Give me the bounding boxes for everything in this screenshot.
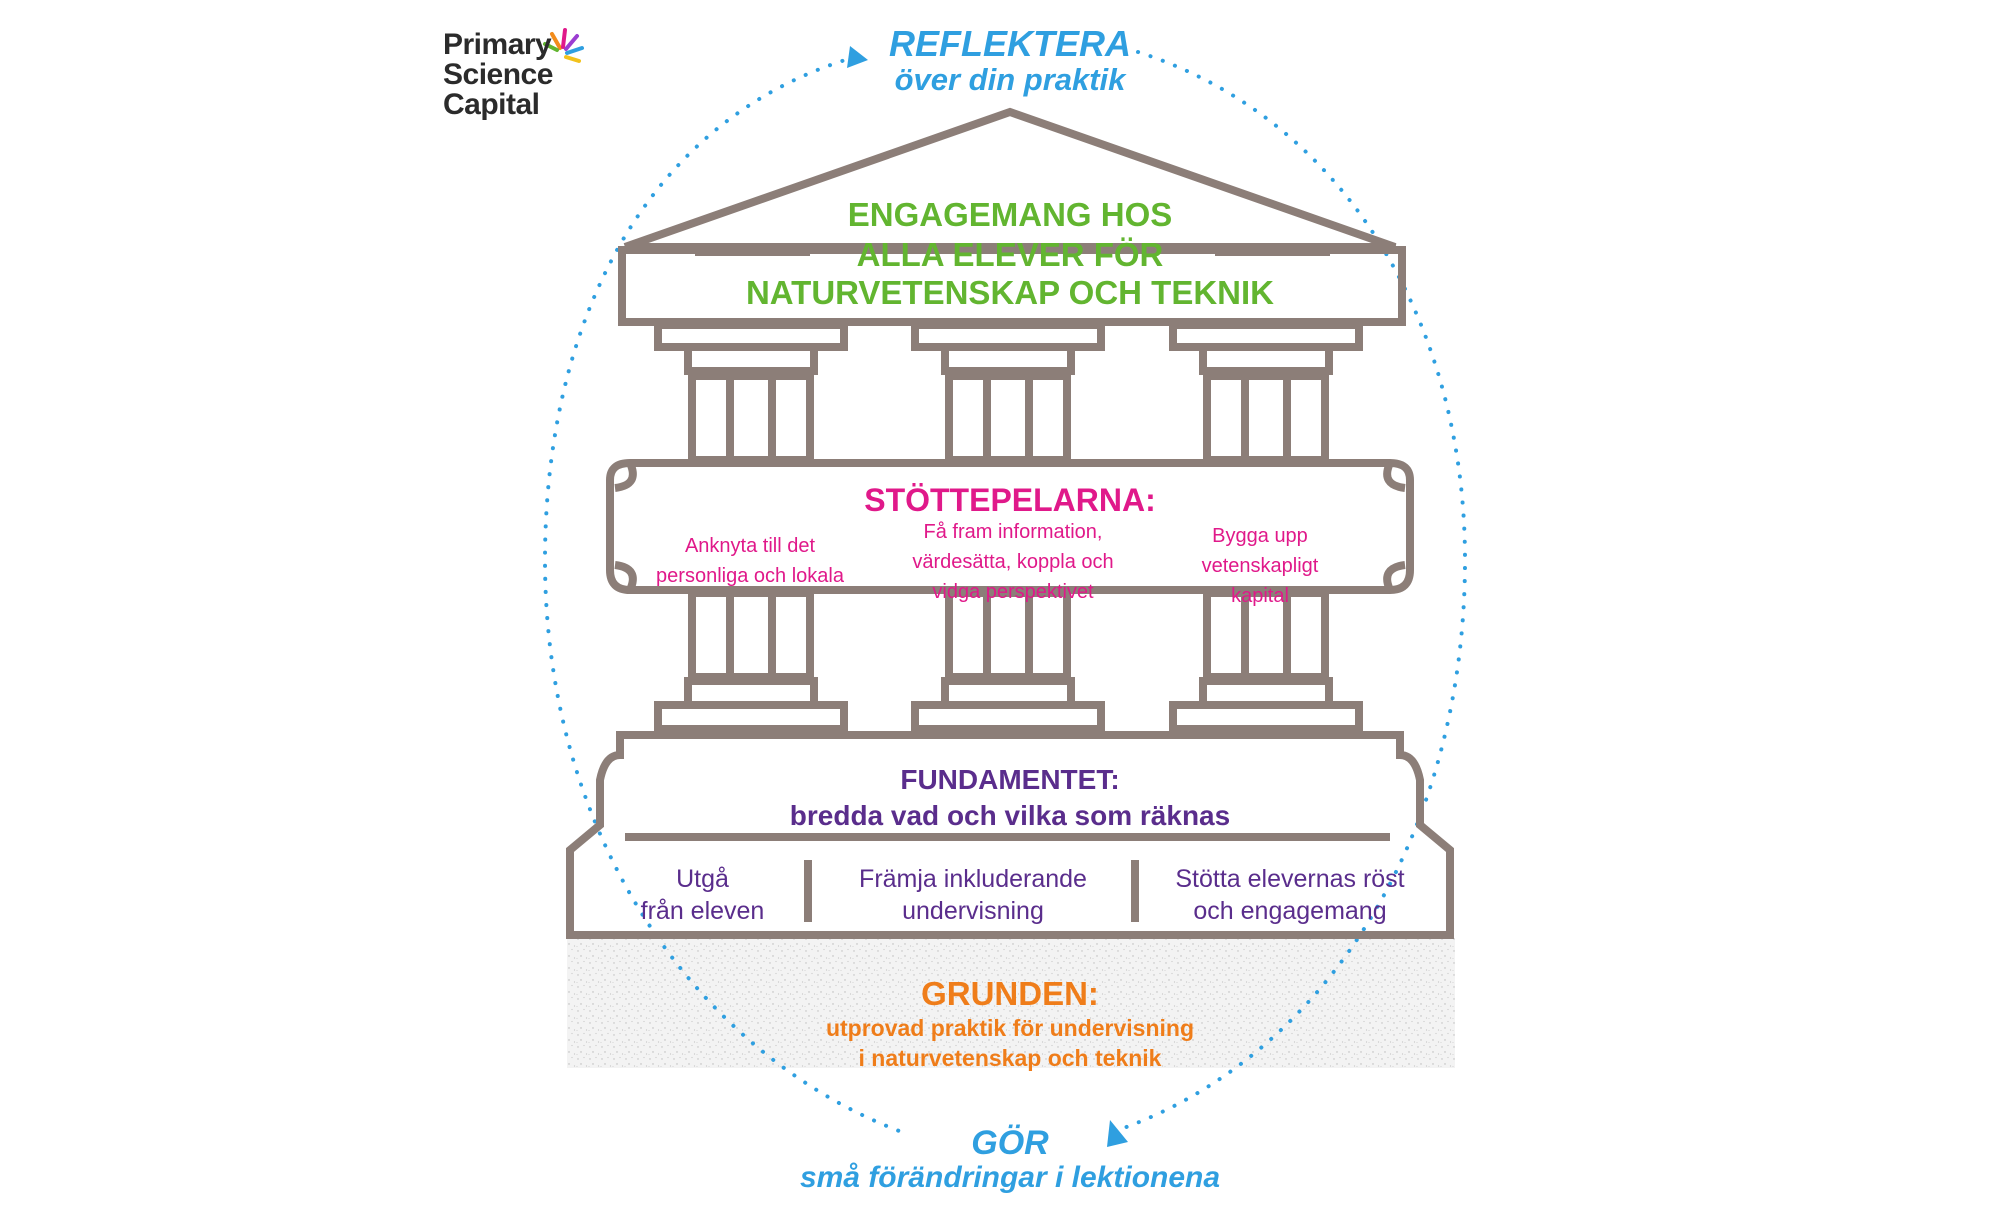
roof-line-2: ALLA ELEVER FÖR xyxy=(856,236,1164,273)
upper-capitals xyxy=(654,321,1363,375)
ground-title: GRUNDEN: xyxy=(921,975,1099,1012)
foundation-item-3-line-1: Stötta elevernas röst xyxy=(1175,865,1405,893)
lower-columns xyxy=(688,589,1329,681)
pillar-item-2-line-1: Få fram information, xyxy=(923,521,1103,543)
logo-line-3: Capital xyxy=(443,88,540,121)
pillar-item-1-line-1: Anknyta till det xyxy=(684,535,816,557)
logo-burst-icon xyxy=(543,28,584,63)
pillars-band-inner xyxy=(614,461,1406,592)
cycle-arc-right xyxy=(1116,50,1468,1132)
foundation-item-1-line-1: Utgå xyxy=(676,865,729,893)
foundation-item-2-line-1: Främja inkluderande xyxy=(859,865,1087,893)
pillar-item-3-line-2: vetenskapligt xyxy=(1201,555,1319,577)
foundation-item-3-line-2: och engagemang xyxy=(1193,897,1387,925)
foundation-title: FUNDAMENTET: xyxy=(900,764,1120,795)
reflect-subtitle: över din praktik xyxy=(894,62,1126,97)
pillar-item-1-line-2: personliga och lokala xyxy=(656,565,844,587)
do-subtitle: små förändringar i lektionena xyxy=(799,1161,1221,1194)
do-title: GÖR xyxy=(971,1124,1049,1162)
pillars-title: STÖTTEPELARNA: xyxy=(864,482,1156,518)
pillar-item-3-line-1: Bygga upp xyxy=(1212,525,1308,547)
foundation-item-1-line-2: från eleven xyxy=(640,897,765,925)
pillar-item-2-line-3: vidga perspektivet xyxy=(932,581,1094,603)
roof-line-1: ENGAGEMANG HOS xyxy=(847,196,1173,233)
logo-line-1: Primary xyxy=(443,28,552,61)
reflect-title: REFLEKTERA xyxy=(889,23,1131,64)
roof-line-3: NATURVETENSKAP OCH TEKNIK xyxy=(745,274,1275,311)
cycle-arrow-top-icon xyxy=(847,46,868,68)
pillar-item-2-line-2: värdesätta, koppla och xyxy=(912,551,1114,573)
logo-line-2: Science xyxy=(443,58,553,91)
ground-line-2: i naturvetenskap och teknik xyxy=(858,1045,1162,1071)
ground-line-1: utprovad praktik för undervisning xyxy=(825,1015,1195,1041)
pillar-item-3-line-3: kapital xyxy=(1231,585,1289,607)
cycle-arrow-bottom-icon xyxy=(1107,1120,1128,1147)
upper-columns xyxy=(688,372,1329,464)
primary-science-capital-logo: Primary Science Capital xyxy=(443,30,553,120)
column-bases xyxy=(654,677,1363,733)
foundation-item-2-line-2: undervisning xyxy=(902,897,1044,925)
foundation-subtitle: bredda vad och vilka som räknas xyxy=(789,800,1231,831)
foundation-block xyxy=(566,731,1454,939)
